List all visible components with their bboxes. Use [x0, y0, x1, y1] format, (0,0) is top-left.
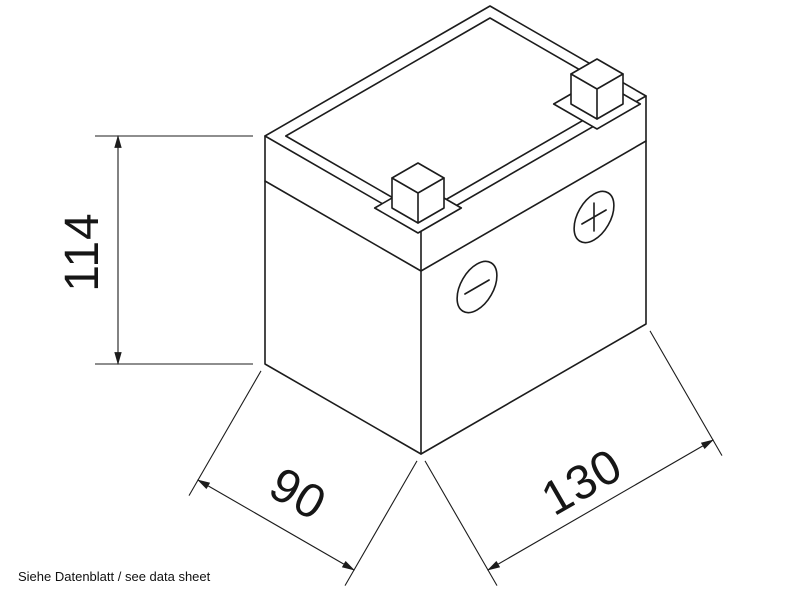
plus-terminal-symbol	[573, 190, 615, 244]
minus-terminal-symbol	[456, 260, 498, 314]
depth-dimension-label: 90	[261, 458, 335, 532]
plus-strokes	[581, 202, 607, 232]
datasheet-note: Siehe Datenblatt / see data sheet	[18, 569, 211, 584]
length-dimension-line	[487, 439, 714, 571]
battery-lid-rim	[264, 140, 647, 272]
terminal-rear-cube-edges	[570, 73, 624, 120]
height-dimension-label: 114	[56, 212, 109, 292]
depth-dimension-line	[197, 479, 355, 571]
minus-stroke	[464, 279, 490, 295]
terminal-front-cube-edges	[391, 177, 445, 224]
minus-circle-icon	[456, 260, 498, 314]
plus-circle-icon	[573, 190, 615, 244]
battery-silhouette	[264, 5, 647, 455]
depth-extension-lines	[188, 370, 418, 586]
length-dimension-label: 130	[533, 439, 631, 526]
battery-body	[264, 5, 647, 455]
height-extension-lines	[95, 135, 253, 365]
dimension-height: 114	[56, 134, 253, 366]
length-extension-lines	[424, 330, 723, 586]
terminal-rear	[552, 58, 642, 130]
terminal-front	[373, 162, 463, 234]
